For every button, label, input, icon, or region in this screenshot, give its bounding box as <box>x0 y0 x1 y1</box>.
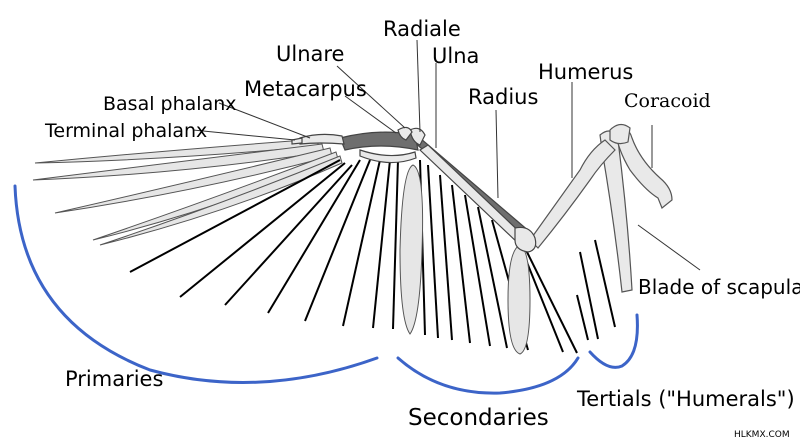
elbow-joint <box>514 226 537 253</box>
radius-bone <box>419 144 529 246</box>
shoulder-bones <box>599 123 673 293</box>
group-brackets <box>13 184 639 395</box>
metacarpus-lower <box>359 149 417 164</box>
label-tertials: Tertials ("Humerals") <box>576 387 795 411</box>
coracoid-bone <box>614 127 673 209</box>
leader-ulnare <box>336 65 406 129</box>
leader-basal-phalanx <box>218 102 311 139</box>
primary-shaft-5 <box>304 159 371 322</box>
tertials-bracket <box>588 313 639 369</box>
secondaries-bracket <box>396 356 580 395</box>
feather-vane-2 <box>32 143 325 181</box>
secondary-feather-shafts <box>419 159 578 354</box>
label-basal-phalanx: Basal phalanx <box>103 93 237 115</box>
label-coracoid: Coracoid <box>624 90 711 112</box>
secondary-shaft-4 <box>451 184 471 344</box>
tertial-shaft-2 <box>594 239 616 328</box>
leader-terminal-phalanx <box>192 129 296 141</box>
hand-bones <box>291 126 426 164</box>
secondary-shaft-3 <box>439 174 453 341</box>
label-radiale: Radiale <box>383 17 461 41</box>
primary-shaft-2 <box>179 162 346 298</box>
secondary-shaft-2 <box>427 164 439 339</box>
label-secondaries: Secondaries <box>408 405 549 431</box>
primary-shaft-7 <box>372 159 391 329</box>
humerus-bone <box>529 139 616 249</box>
primary-feather-shafts <box>129 159 399 330</box>
label-terminal-phalanx: Terminal phalanx <box>44 120 207 142</box>
basal-phalanx-bone <box>299 133 345 145</box>
label-ulnare: Ulnare <box>276 42 344 66</box>
primaries-bracket <box>13 184 379 384</box>
watermark: HLKMX.COM <box>734 430 790 440</box>
label-humerus: Humerus <box>538 60 633 84</box>
primary-feather-vanes <box>32 138 343 246</box>
secondary-shaft-5 <box>464 194 491 347</box>
leader-radiale <box>416 39 421 133</box>
secondary-shaft-6 <box>477 206 508 349</box>
feather-vane-5 <box>99 155 343 246</box>
label-radius: Radius <box>468 85 538 109</box>
radiale-bone <box>409 127 426 146</box>
leader-scapula <box>637 224 701 271</box>
tertial-feather-shafts <box>576 239 616 341</box>
ulnare-bone <box>397 126 413 141</box>
label-primaries: Primaries <box>65 367 163 391</box>
leader-radius <box>495 109 499 199</box>
metacarpus-bone <box>339 131 419 151</box>
tertial-shaft-3 <box>576 294 589 341</box>
secondary-vane-left <box>399 164 424 335</box>
secondary-shaft-9 <box>524 247 578 354</box>
leader-lines <box>192 39 701 271</box>
primary-shaft-8 <box>392 159 399 330</box>
terminal-phalanx-bone <box>291 137 303 145</box>
secondary-feather-vanes <box>399 164 531 355</box>
feather-vane-4 <box>92 151 339 241</box>
primary-shaft-4 <box>267 159 361 314</box>
label-ulna: Ulna <box>432 44 479 68</box>
label-metacarpus: Metacarpus <box>244 77 367 101</box>
feather-vane-3 <box>54 147 333 214</box>
primary-shaft-3 <box>224 164 353 306</box>
tertial-shaft-1 <box>579 251 599 340</box>
primary-shaft-6 <box>342 159 381 327</box>
secondary-vane-right <box>507 244 531 355</box>
coracoid-head <box>609 123 631 145</box>
forearm-bones <box>410 137 537 253</box>
primary-shaft-1 <box>129 159 341 273</box>
leader-metacarpus <box>344 95 397 134</box>
label-blade-of-scapula: Blade of scapula <box>638 275 800 299</box>
